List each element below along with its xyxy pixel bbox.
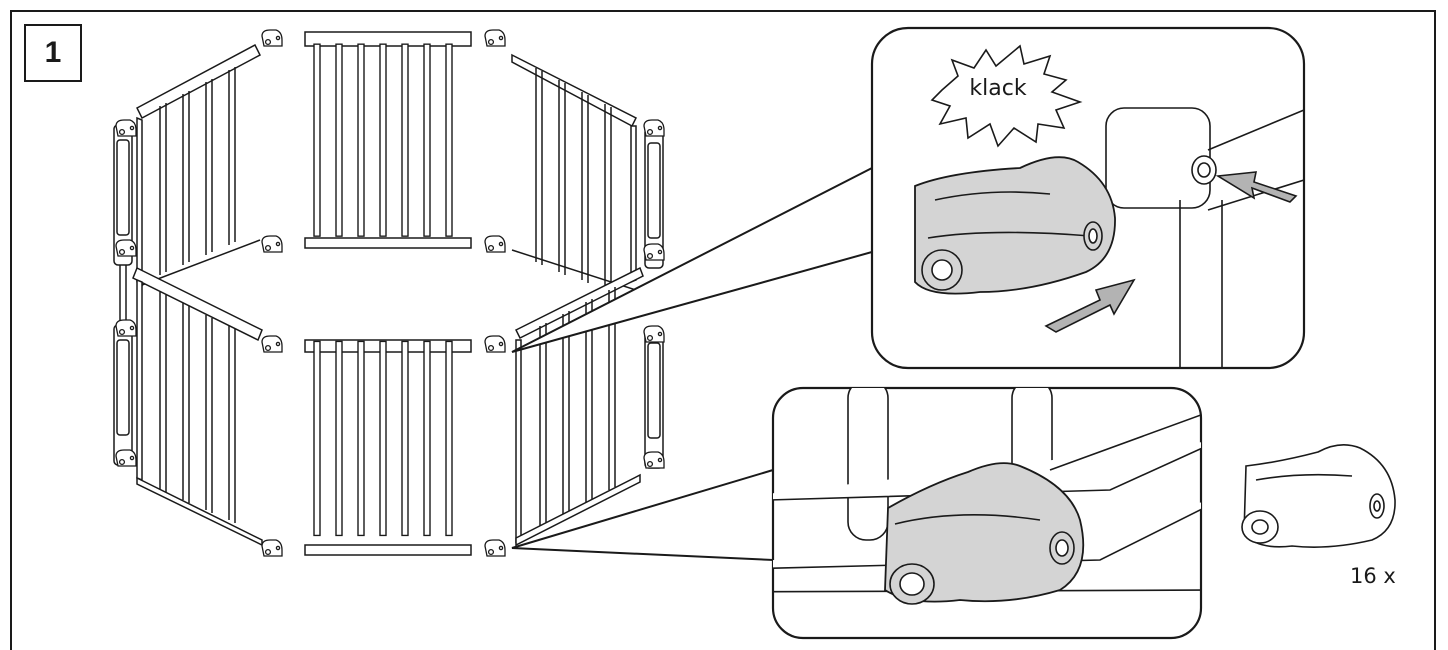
- panel-lower-right: [514, 266, 644, 547]
- detail-callout-top: [870, 26, 1306, 370]
- step-number-badge: 1: [24, 24, 82, 82]
- panel-stack: [113, 29, 665, 557]
- panel-upper-center: [304, 31, 472, 249]
- corner-connector-icon: [1241, 444, 1396, 548]
- quantity-label: 16 x: [1350, 564, 1396, 588]
- corner-connector-icon: [884, 462, 1085, 605]
- side-post-left: [113, 124, 133, 466]
- sound-effect-label: klack: [969, 76, 1027, 101]
- panel-upper-left: [136, 43, 261, 287]
- side-post-right: [644, 127, 664, 469]
- instruction-frame: [10, 10, 1436, 650]
- panel-lower-left: [132, 266, 263, 547]
- push-arrow-icon: [1044, 171, 1298, 333]
- corner-connector-icon: [914, 156, 1116, 295]
- detail-callout-bottom: [771, 386, 1203, 640]
- panel-upper-right: [511, 53, 638, 291]
- sound-burst-icon: [930, 44, 1083, 148]
- panel-lower-center: [304, 339, 472, 556]
